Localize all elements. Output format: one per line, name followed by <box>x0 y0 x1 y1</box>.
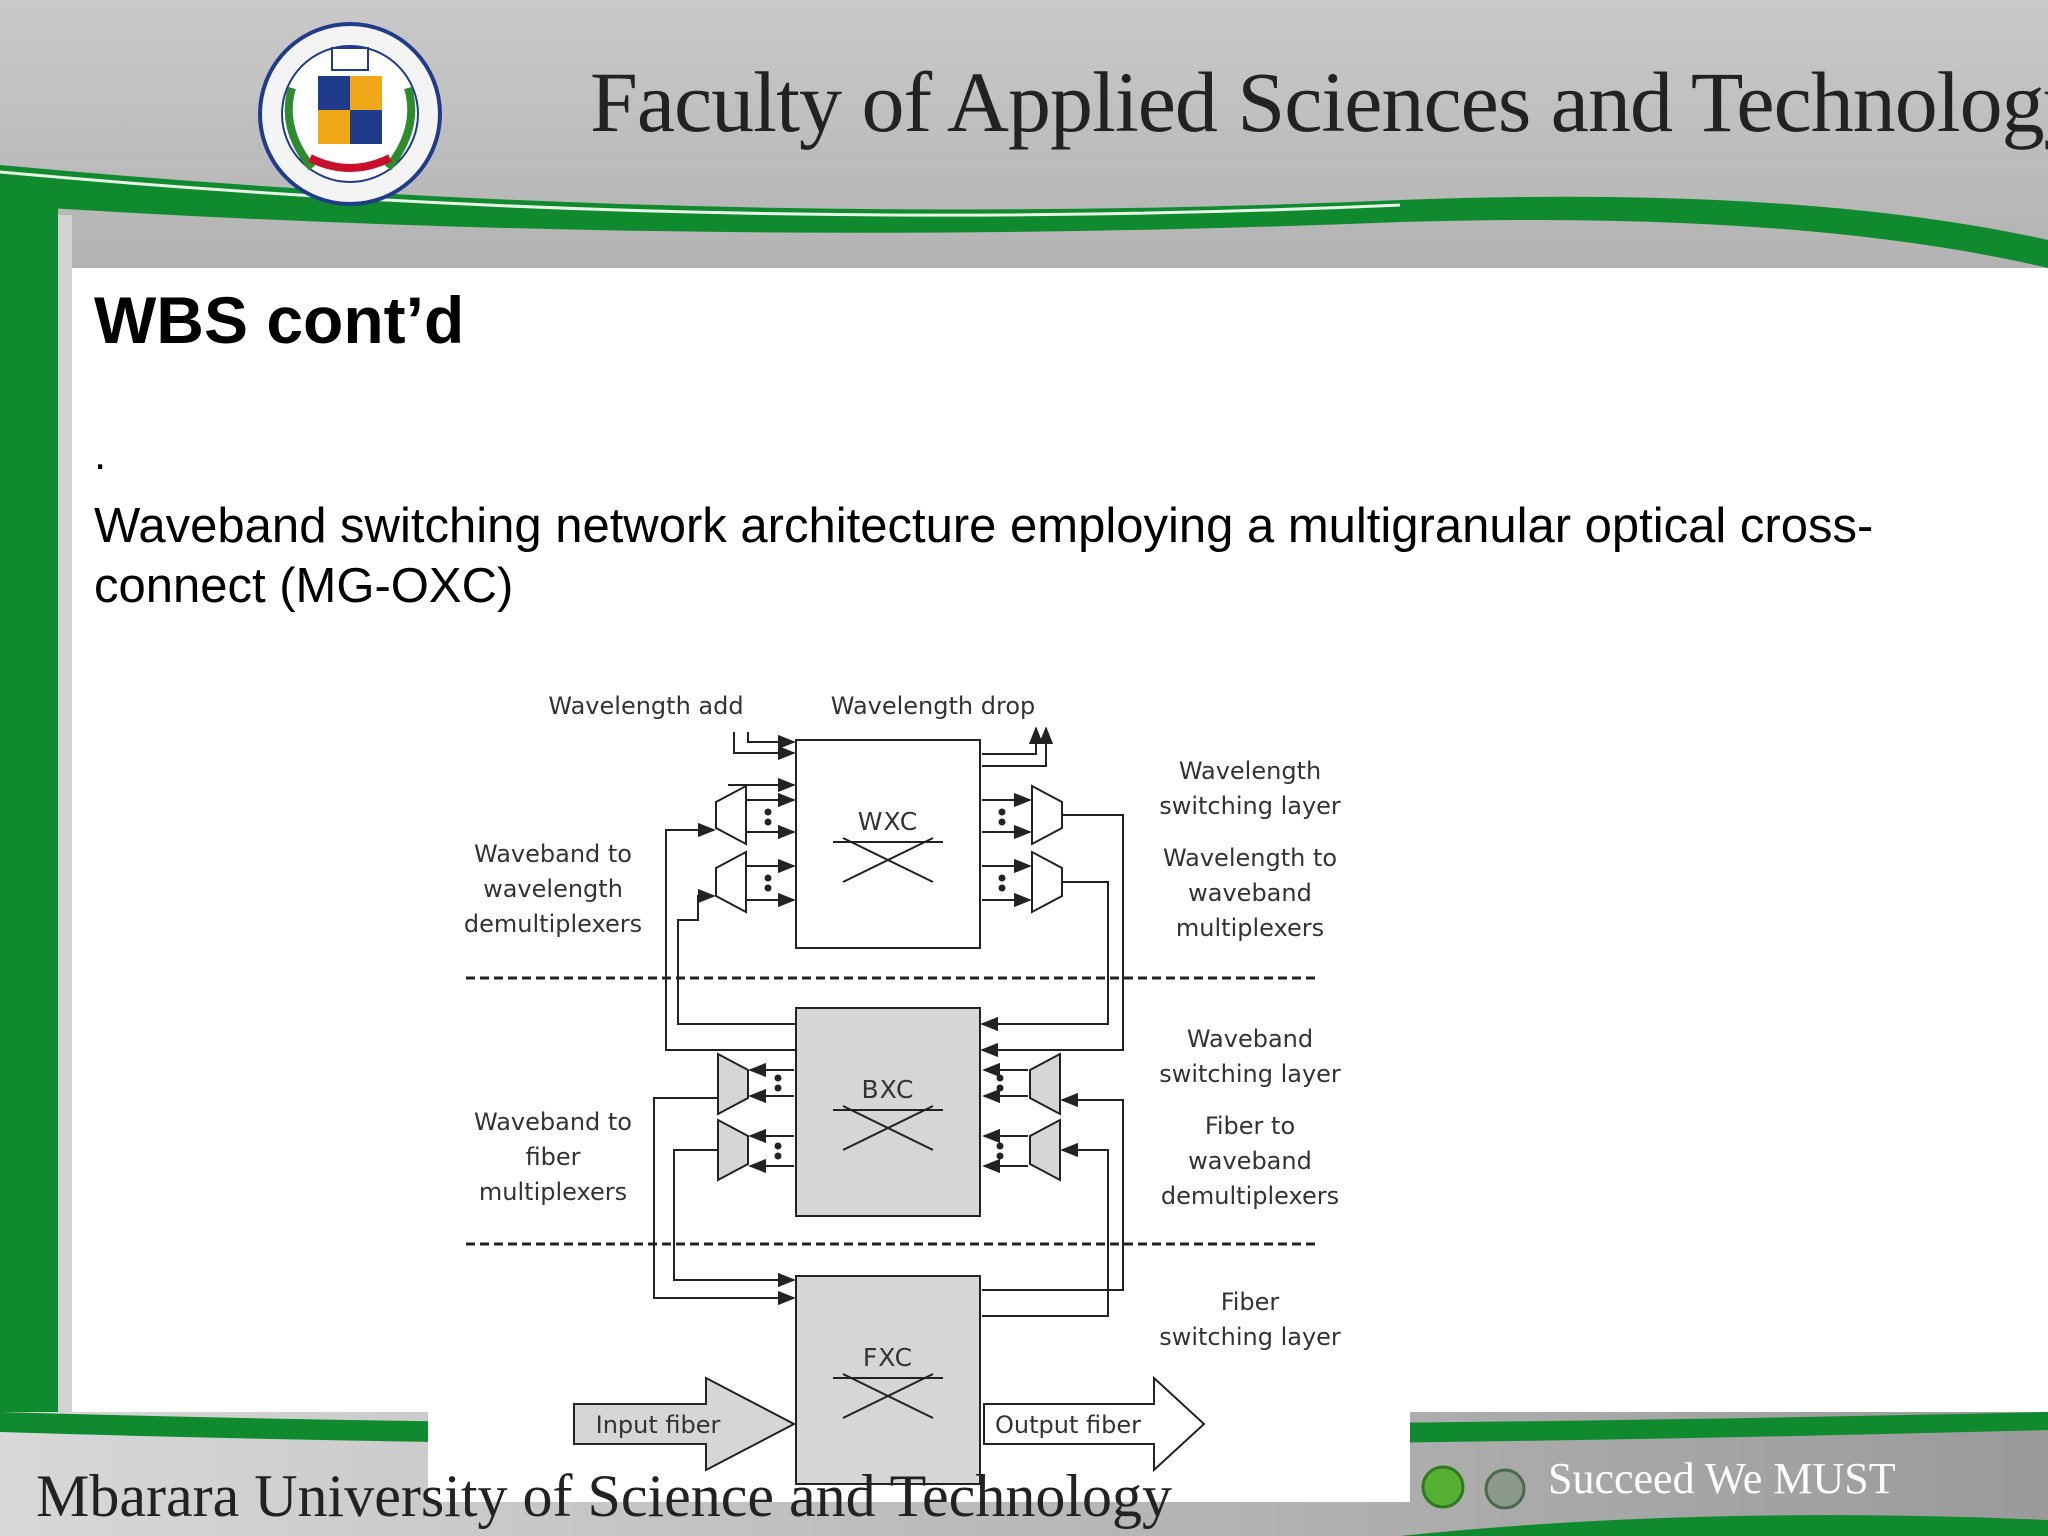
right-label-wl-to-wb: Wavelength to waveband multiplexers <box>1163 844 1337 942</box>
bxc-box: BXC <box>795 1007 981 1217</box>
bullet-marker: . <box>94 430 107 479</box>
input-fiber-label: Input fiber <box>596 1411 721 1439</box>
svg-text:Waveband to: Waveband to <box>474 840 632 868</box>
svg-text:waveband: waveband <box>1188 1147 1312 1175</box>
svg-text:fiber: fiber <box>526 1143 581 1171</box>
footer-motto: Succeed We MUST <box>1548 1454 1896 1503</box>
bxc-label: BXC <box>862 1075 915 1104</box>
footer-university-name: Mbarara University of Science and Techno… <box>36 1463 1172 1529</box>
right-label-fiber-to-wb: Fiber to waveband demultiplexers <box>1161 1112 1339 1210</box>
slide-body-text: Waveband switching network architecture … <box>94 499 1874 613</box>
svg-text:Wavelength: Wavelength <box>1179 757 1321 785</box>
right-label-waveband-layer: Waveband switching layer <box>1159 1025 1341 1088</box>
svg-text:multiplexers: multiplexers <box>479 1178 627 1206</box>
svg-text:Fiber: Fiber <box>1221 1288 1280 1316</box>
right-label-fiber-layer: Fiber switching layer <box>1159 1288 1341 1351</box>
svg-text:Wavelength to: Wavelength to <box>1163 844 1337 872</box>
wavelength-drop-label: Wavelength drop <box>831 692 1036 720</box>
slide-title: WBS cont’d <box>94 283 465 357</box>
svg-text:Fiber to: Fiber to <box>1205 1112 1295 1140</box>
fxc-box: FXC <box>795 1275 981 1485</box>
svg-text:multiplexers: multiplexers <box>1176 914 1324 942</box>
fxc-label: FXC <box>863 1343 913 1372</box>
output-fiber-label: Output fiber <box>995 1411 1141 1439</box>
left-label-demux: Waveband to wavelength demultiplexers <box>464 840 642 938</box>
right-label-wavelength-layer: Wavelength switching layer <box>1159 757 1341 820</box>
svg-text:switching layer: switching layer <box>1159 1060 1341 1088</box>
wxc-box: WXC <box>795 739 981 949</box>
mg-oxc-diagram: Wavelength add Wavelength drop WXC BXC <box>428 680 1410 1502</box>
svg-text:waveband: waveband <box>1188 879 1312 907</box>
svg-text:switching layer: switching layer <box>1159 1323 1341 1351</box>
svg-text:wavelength: wavelength <box>483 875 623 903</box>
svg-text:Waveband to: Waveband to <box>474 1108 632 1136</box>
svg-text:demultiplexers: demultiplexers <box>464 910 642 938</box>
faculty-title: Faculty of Applied Sciences and Technolo… <box>590 54 2048 150</box>
university-seal-logo <box>258 22 442 206</box>
svg-text:switching layer: switching layer <box>1159 792 1341 820</box>
left-label-fiber-mux: Waveband to fiber multiplexers <box>474 1108 632 1206</box>
svg-text:Waveband: Waveband <box>1187 1025 1313 1053</box>
wavelength-add-label: Wavelength add <box>548 692 743 720</box>
wxc-label: WXC <box>858 807 918 836</box>
svg-text:demultiplexers: demultiplexers <box>1161 1182 1339 1210</box>
